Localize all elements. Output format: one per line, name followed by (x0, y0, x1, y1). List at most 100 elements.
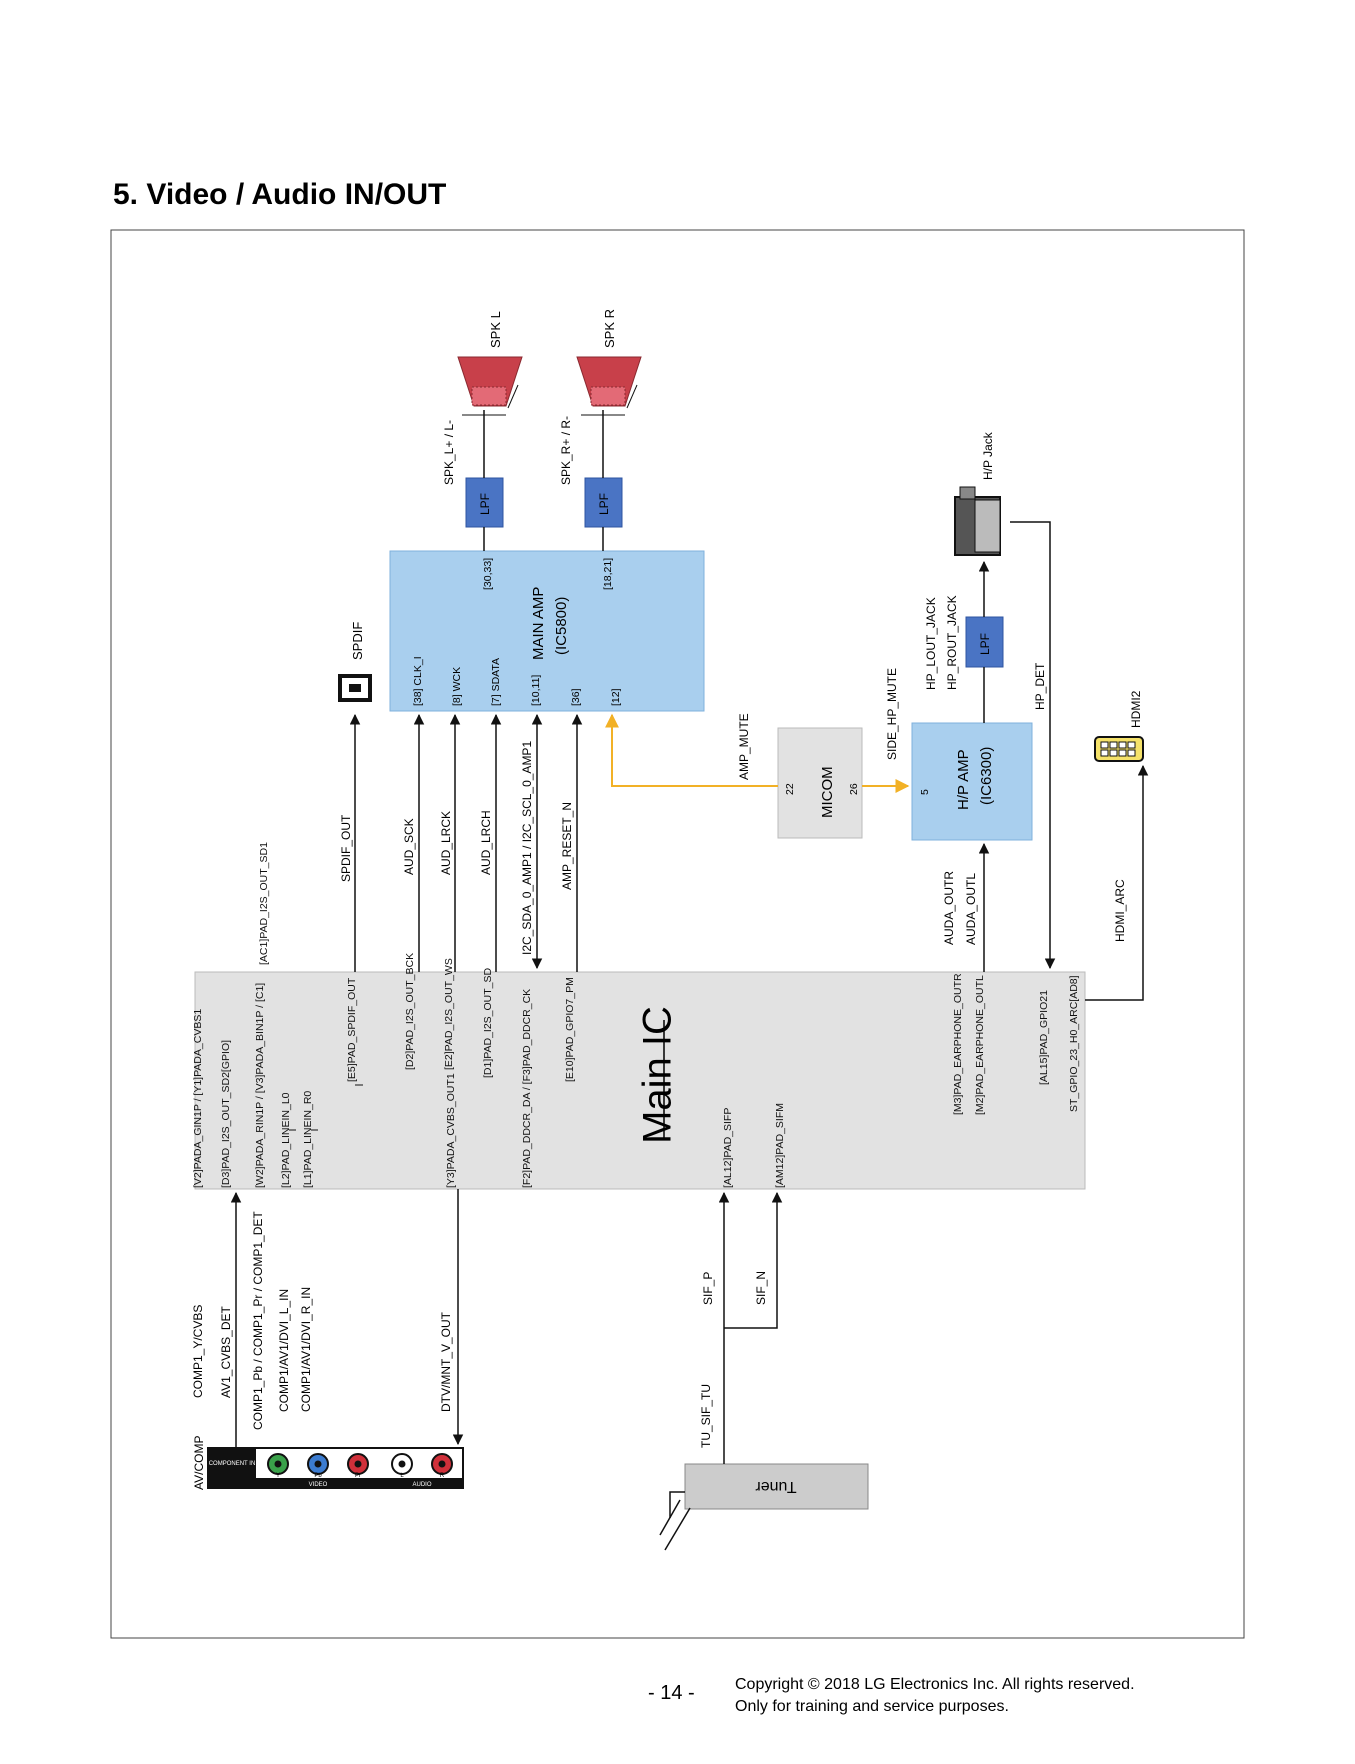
av-comp-connector-icon: COMPONENT IN VIDEO AUDIO Y Pb Pr L R (207, 1447, 464, 1489)
connector-l: L (400, 1473, 404, 1479)
lpf-label-left: LPF (478, 493, 492, 515)
hp-amp-ic: (IC6300) (978, 747, 995, 805)
pin-label-e2: [E2]PAD_I2S_OUT_WS (443, 958, 455, 1070)
signal-hp-rout: HP_ROUT_JACK (945, 595, 959, 690)
page-title: 5. Video / Audio IN/OUT (113, 178, 447, 211)
signal-sif-n: SIF_N (754, 1271, 768, 1305)
main-ic-label: Main IC (636, 1006, 680, 1144)
tuner-block (684, 1463, 869, 1510)
signal-dtv-mnt: DTV/MNT_V_OUT (439, 1311, 453, 1412)
pin-label-l1: [L1]PAD_LINEIN_R0 (302, 1091, 314, 1188)
amp-pin-2: [8] WCK (451, 667, 463, 706)
tuner-label: Tuner (755, 1478, 797, 1495)
micom-pin-22: 22 (784, 783, 796, 795)
pin-label-w2: [W2]PADA_RIN1P / [V3]PADA_BIN1P / [C1] (254, 983, 266, 1188)
speaker-left-icon (457, 356, 523, 409)
pin-label-v2: [V2]PADA_GIN1P / [Y1]PADA_CVBS1 (192, 1009, 204, 1188)
lpf-label-hp: LPF (978, 633, 992, 655)
pin-label-d1: [D1]PAD_I2S_OUT_SD (482, 967, 494, 1078)
micom-label: MICOM (819, 766, 836, 818)
hp-jack-label: H/P Jack (981, 431, 995, 480)
signal-hp-det: HP_DET (1033, 662, 1047, 710)
micom-block (777, 727, 863, 839)
pin-label-l2: [L2]PAD_LINEIN_L0 (280, 1092, 292, 1188)
hp-amp-label: H/P AMP (955, 749, 972, 810)
main-amp-ic: (IC5800) (553, 597, 570, 655)
antenna-icon (659, 1491, 691, 1551)
copyright-line-1: Copyright © 2018 LG Electronics Inc. All… (735, 1676, 1135, 1693)
amp-pin-8: [18,21] (602, 558, 614, 590)
speaker-right-icon (576, 356, 642, 409)
signal-tu-sif: TU_SIF_TU (699, 1384, 713, 1448)
pin-label-st-gpio: ST_GPIO_23_H0_ARC[AD8] (1068, 975, 1080, 1112)
signal-i2c: I2C_SDA_0_AMP1 / I2C_SCL_0_AMP1 (520, 741, 534, 955)
spk-r-label: SPK R (602, 309, 617, 348)
pin-label-al12: [AL12]PAD_SIFP (722, 1108, 734, 1188)
amp-pin-5: [36] (570, 688, 582, 706)
main-amp-block (389, 550, 705, 712)
spdif-label: SPDIF (350, 622, 365, 660)
signal-comp1-l: COMP1/AV1/DVI_L_IN (277, 1289, 291, 1412)
copyright-line-2: Only for training and service purposes. (735, 1698, 1009, 1715)
connector-audio: AUDIO (412, 1482, 431, 1488)
diagram-frame (110, 229, 1245, 1639)
pin-label-e5: [E5]PAD_SPDIF_OUT (346, 977, 358, 1082)
hp-jack-icon (954, 486, 1001, 556)
signal-hp-lout: HP_LOUT_JACK (924, 597, 938, 690)
pin-label-al15: [AL15]PAD_GPIO21 (1038, 990, 1050, 1085)
pin-label-y3: [Y3]PADA_CVBS_OUT1 (445, 1073, 457, 1188)
signal-auda-outl: AUDA_OUTL (964, 873, 978, 945)
signal-aud-lrch: AUD_LRCH (479, 810, 493, 875)
connector-component-in: COMPONENT IN (209, 1461, 256, 1467)
lpf-block-hp (965, 616, 1004, 668)
signal-spdif-out: SPDIF_OUT (339, 814, 353, 882)
amp-pin-1: [38] CLK_I (412, 656, 424, 706)
signal-amp-reset: AMP_RESET_N (560, 802, 574, 890)
pin-label-d3: [D3]PAD_I2S_OUT_SD2[GPIO] (220, 1040, 232, 1188)
connector-pb: Pb (314, 1473, 322, 1479)
lpf-block-left (465, 477, 504, 528)
connector-pr: Pr (355, 1473, 361, 1479)
pin-label-m2: [M2]PAD_EARPHONE_OUTL (974, 975, 986, 1115)
connector-video: VIDEO (309, 1482, 328, 1488)
spk-l-net-label: SPK_L+ / L- (442, 420, 456, 485)
amp-pin-6: [12] (610, 688, 622, 706)
micom-pin-26: 26 (848, 783, 860, 795)
signal-aud-lrck: AUD_LRCK (439, 811, 453, 875)
main-ic-block (194, 971, 1086, 1190)
signal-aud-sck: AUD_SCK (402, 818, 416, 875)
signal-sif-p: SIF_P (701, 1272, 715, 1305)
pin-label-m3: [M3]PAD_EARPHONE_OUTR (952, 973, 964, 1115)
signal-amp-mute: AMP_MUTE (737, 713, 751, 780)
amp-pin-3: [7] SDATA (490, 658, 502, 706)
hdmi-arc-line (1085, 764, 1149, 1001)
signal-comp1-y: COMP1_Y/CVBS (191, 1305, 205, 1398)
pin-label-e10: [E10]PAD_GPIO7_PM (564, 977, 576, 1082)
signal-auda-outr: AUDA_OUTR (942, 871, 956, 945)
av-comp-label: AV/COMP (192, 1436, 206, 1490)
page-number: - 14 - (648, 1682, 695, 1704)
connector-y: Y (276, 1473, 280, 1479)
main-amp-label: MAIN AMP (530, 587, 547, 660)
amp-mute-line (605, 713, 778, 787)
signal-comp1-r: COMP1/AV1/DVI_R_IN (299, 1287, 313, 1412)
lpf-block-right (584, 477, 623, 528)
spk-l-label: SPK L (488, 311, 503, 348)
pin-label-d2: [D2]PAD_I2S_OUT_BCK (404, 953, 416, 1070)
signal-comp1-pb: COMP1_Pb / COMP1_Pr / COMP1_DET (251, 1211, 265, 1430)
spk-r-net-label: SPK_R+ / R- (559, 416, 573, 485)
hp-amp-block (911, 722, 1033, 841)
pin-label-f2: [F2]PAD_DDCR_DA / [F3]PAD_DDCR_CK (521, 989, 533, 1188)
hdmi2-label: HDMI2 (1129, 690, 1143, 728)
amp-pin-4: [10,11] (530, 675, 542, 706)
hdmi2-connector-icon (1094, 736, 1144, 762)
hp-amp-pin-5: 5 (919, 789, 931, 795)
signal-av1-cvbs-det: AV1_CVBS_DET (219, 1306, 233, 1398)
amp-pin-7: [30,33] (482, 558, 494, 590)
connector-r: R (440, 1473, 445, 1479)
lpf-label-right: LPF (597, 493, 611, 515)
signal-side-hp-mute: SIDE_HP_MUTE (885, 668, 899, 760)
pin-label-am12: [AM12]PAD_SIFM (774, 1103, 786, 1188)
signal-hdmi-arc: HDMI_ARC (1113, 879, 1127, 942)
